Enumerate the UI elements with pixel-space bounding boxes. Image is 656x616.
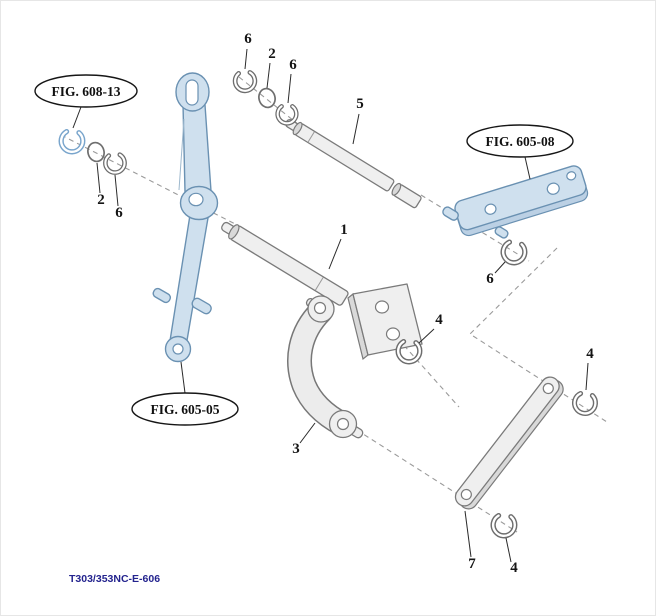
shaft-5-end-face bbox=[292, 121, 303, 136]
link-bracket-3 bbox=[287, 295, 364, 439]
flat-bar-7 bbox=[454, 376, 564, 510]
callout-6-plate: 6 bbox=[486, 261, 506, 287]
svg-text:6: 6 bbox=[244, 31, 252, 47]
snap-ring-4-right bbox=[570, 388, 600, 418]
svg-text:2: 2 bbox=[268, 46, 276, 62]
main-shaft-1 bbox=[221, 221, 349, 306]
fig-ref-608-13-balloon bbox=[34, 74, 138, 108]
fig-ref-608-13-leader bbox=[72, 106, 82, 129]
drawing-code: T303/353NC-E-606 bbox=[69, 573, 160, 585]
lever-boss-hole bbox=[188, 192, 204, 207]
fig-ref-605-05-leader bbox=[180, 361, 186, 394]
end-plate-hole-bottom bbox=[385, 327, 401, 341]
fig-ref-605-05-balloon bbox=[131, 392, 239, 426]
callout-3: 3 bbox=[292, 422, 316, 457]
fig-ref-605-08-label: FIG. 605-08 bbox=[486, 134, 555, 149]
lever-lower-arm bbox=[168, 214, 209, 353]
svg-text:6: 6 bbox=[115, 205, 123, 221]
shaft-1-end-face bbox=[228, 224, 240, 240]
lever-pin-a bbox=[152, 287, 172, 304]
callout-6-top-a: 6 bbox=[244, 31, 252, 70]
flat-bar-7-face bbox=[454, 376, 560, 507]
pivot-shaft-5 bbox=[285, 118, 422, 209]
mount-plate-hole-mid bbox=[546, 182, 560, 195]
center-line-top-axis bbox=[238, 76, 300, 126]
mount-plate-hole-right bbox=[566, 171, 577, 181]
washer-2-top bbox=[258, 87, 276, 109]
mount-plate-hole-left bbox=[484, 203, 497, 215]
fasteners bbox=[57, 68, 600, 541]
lever-upper-arm bbox=[182, 103, 212, 193]
mount-plate bbox=[442, 165, 589, 239]
svg-text:3: 3 bbox=[292, 441, 300, 457]
shaft-1-step-line bbox=[314, 277, 324, 291]
flat-bar-7-hole-bottom bbox=[460, 488, 472, 501]
shaft-5-sleeve-face bbox=[391, 182, 402, 196]
callout-2-left: 2 bbox=[96, 162, 105, 208]
callout-7: 7 bbox=[464, 510, 476, 572]
callout-2-top: 2 bbox=[266, 46, 276, 89]
bracket-body bbox=[288, 300, 353, 435]
callout-4-right: 4 bbox=[585, 346, 594, 391]
mount-plate-pin-b bbox=[494, 226, 509, 239]
svg-text:4: 4 bbox=[510, 560, 518, 576]
washer-2-left bbox=[87, 141, 105, 163]
snap-ring-4-bottom bbox=[489, 510, 519, 540]
svg-text:4: 4 bbox=[586, 346, 594, 362]
callout-4-bottom: 4 bbox=[505, 537, 518, 576]
svg-text:1: 1 bbox=[340, 222, 348, 238]
svg-text:7: 7 bbox=[468, 556, 476, 572]
flat-bar-7-hole-top bbox=[542, 382, 554, 395]
fig-ref-605-08: FIG. 605-08 bbox=[466, 124, 574, 180]
center-line-plate-to-bar bbox=[469, 247, 608, 423]
lever-pin-b bbox=[191, 297, 212, 315]
lever-depth-line bbox=[178, 118, 185, 191]
shaft-5-step-line bbox=[307, 131, 315, 143]
end-plate-hole-top bbox=[374, 300, 390, 314]
fig-ref-605-08-leader bbox=[524, 156, 531, 180]
shaft-end-plate bbox=[347, 283, 423, 361]
end-plate-face bbox=[352, 283, 423, 356]
center-line-plate-hole-axis bbox=[391, 331, 460, 408]
snap-ring-6-left bbox=[102, 150, 128, 176]
lever-foot-hole bbox=[172, 343, 184, 355]
center-line-left-axis bbox=[60, 134, 242, 228]
shaft-1-body bbox=[230, 225, 349, 306]
center-line-bracket-to-bar bbox=[348, 424, 518, 533]
svg-text:6: 6 bbox=[289, 57, 297, 73]
svg-text:4: 4 bbox=[435, 312, 443, 328]
fig-ref-605-08-balloon bbox=[466, 124, 574, 158]
fig-ref-605-05: FIG. 605-05 bbox=[131, 361, 239, 426]
callout-4-mid: 4 bbox=[418, 312, 443, 344]
fig-ref-608-13-label: FIG. 608-13 bbox=[52, 84, 121, 99]
callouts: 6 2 6 5 2 6 1 6 bbox=[96, 31, 594, 576]
svg-text:2: 2 bbox=[97, 192, 105, 208]
bracket-hole-bottom bbox=[336, 417, 350, 431]
shaft-5-body bbox=[294, 123, 395, 192]
fig-ref-605-05-label: FIG. 605-05 bbox=[151, 402, 220, 417]
callout-5: 5 bbox=[352, 96, 364, 145]
bracket-hole-top bbox=[313, 301, 327, 315]
callout-6-left: 6 bbox=[114, 174, 123, 221]
callout-6-top-b: 6 bbox=[287, 57, 297, 104]
svg-text:6: 6 bbox=[486, 271, 494, 287]
fig-ref-608-13: FIG. 608-13 bbox=[34, 74, 138, 129]
mount-plate-pin-a bbox=[442, 206, 459, 221]
snap-ring-6-top-a bbox=[232, 68, 259, 95]
lever-assembly bbox=[152, 72, 219, 363]
callout-1: 1 bbox=[328, 222, 348, 270]
svg-text:5: 5 bbox=[356, 96, 364, 112]
lever-head-slot bbox=[185, 79, 199, 106]
